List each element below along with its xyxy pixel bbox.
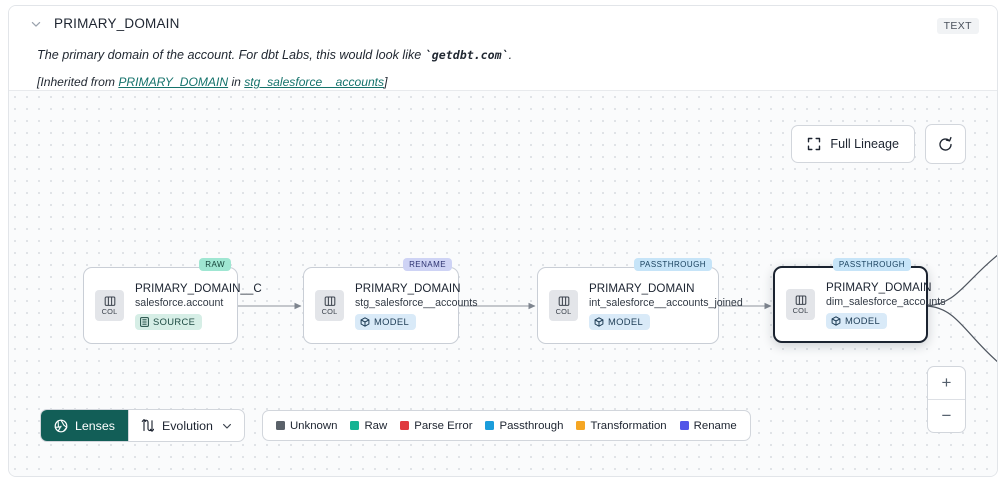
database-icon xyxy=(140,316,149,327)
col-badge: COL xyxy=(549,290,578,321)
col-badge-label: COL xyxy=(792,305,809,315)
description-period: . xyxy=(508,48,513,62)
node-column-name: PRIMARY_DOMAIN xyxy=(355,281,461,295)
node-column-name: PRIMARY_DOMAIN__C xyxy=(135,281,262,295)
legend-label: Rename xyxy=(693,419,737,432)
zoom-in-button[interactable]: + xyxy=(928,367,965,400)
evolution-dropdown[interactable]: Evolution xyxy=(127,410,244,441)
node-type-badge: SOURCE xyxy=(135,313,203,330)
col-badge: COL xyxy=(786,289,815,320)
col-badge-label: COL xyxy=(555,306,572,316)
lineage-canvas[interactable]: Full Lineage RAW COL PRIM xyxy=(9,90,997,476)
legend-item: Passthrough xyxy=(485,420,563,432)
description-code: `getdbt.com` xyxy=(424,48,509,62)
legend-label: Raw xyxy=(364,419,388,432)
canvas-controls: Full Lineage xyxy=(791,124,966,164)
full-lineage-label: Full Lineage xyxy=(830,137,899,151)
lineage-node[interactable]: RAW COL PRIMARY_DOMAIN__C salesforce.acc… xyxy=(83,258,262,344)
column-type-badge: TEXT xyxy=(936,18,979,34)
legend-item: Parse Error xyxy=(400,420,472,432)
legend-label: Unknown xyxy=(289,419,338,432)
legend-item: Rename xyxy=(679,419,737,432)
node-table-name: int_salesforce__accounts_joined xyxy=(589,296,743,309)
node-body: PRIMARY_DOMAIN int_salesforce__accounts_… xyxy=(589,282,743,330)
chevron-down-icon[interactable] xyxy=(29,17,43,31)
inherited-prefix: [Inherited from xyxy=(37,75,119,89)
header-title-row: PRIMARY_DOMAIN xyxy=(29,16,180,31)
legend-swatch xyxy=(576,421,586,430)
evolution-label: Evolution xyxy=(161,418,213,433)
inherited-from-line: [Inherited from PRIMARY_DOMAIN in stg_sa… xyxy=(37,75,387,89)
refresh-icon xyxy=(937,136,954,153)
node-lens-badge: RENAME xyxy=(403,258,452,271)
node-type-label: MODEL xyxy=(374,316,410,327)
node-type-label: MODEL xyxy=(608,316,644,327)
node-table-name: dim_salesforce_accounts xyxy=(826,295,946,308)
node-type-label: SOURCE xyxy=(153,316,196,327)
lenses-button[interactable]: Lenses xyxy=(41,410,128,441)
node-lens-badge: RAW xyxy=(199,258,231,271)
node-type-badge: MODEL xyxy=(355,313,417,330)
lens-legend: Unknown Raw Parse Error Passthrough Tran… xyxy=(261,410,751,441)
updown-arrows-icon xyxy=(140,418,154,433)
legend-item: Raw xyxy=(350,420,387,432)
aperture-icon xyxy=(54,419,68,433)
node-body: PRIMARY_DOMAIN dim_salesforce_accounts M… xyxy=(826,281,946,329)
col-badge-label: COL xyxy=(101,306,118,316)
node-table-name: stg_salesforce__accounts xyxy=(355,296,478,309)
node-type-badge: MODEL xyxy=(826,312,888,329)
chevron-down-icon xyxy=(221,420,233,432)
legend-swatch xyxy=(275,421,285,430)
node-column-name: PRIMARY_DOMAIN xyxy=(589,281,695,295)
cube-icon xyxy=(594,316,604,327)
inherited-column-link[interactable]: PRIMARY_DOMAIN xyxy=(118,75,229,89)
node-body: PRIMARY_DOMAIN__C salesforce.account SOU… xyxy=(135,282,262,330)
legend-item: Transformation xyxy=(576,419,667,432)
canvas-toolbar: Lenses Evolution Unknown Raw Parse Error… xyxy=(40,409,751,442)
col-badge: COL xyxy=(315,290,344,321)
column-description: The primary domain of the account. For d… xyxy=(37,47,967,64)
legend-label: Transformation xyxy=(590,419,667,432)
legend-item: Unknown xyxy=(275,419,338,432)
node-type-label: MODEL xyxy=(845,315,881,326)
zoom-controls: + − xyxy=(927,366,966,433)
legend-swatch xyxy=(485,421,495,430)
columns-icon xyxy=(795,295,807,306)
inherited-model-link[interactable]: stg_salesforce__accounts xyxy=(244,75,385,89)
page-title: PRIMARY_DOMAIN xyxy=(54,16,180,31)
zoom-out-button[interactable]: − xyxy=(941,406,952,425)
inherited-suffix: ] xyxy=(384,75,388,89)
node-lens-badge: PASSTHROUGH xyxy=(832,258,911,271)
col-badge: COL xyxy=(95,290,124,321)
node-lens-badge: PASSTHROUGH xyxy=(633,258,712,271)
full-lineage-button[interactable]: Full Lineage xyxy=(791,125,915,163)
legend-swatch xyxy=(400,421,410,430)
lineage-node-selected[interactable]: PASSTHROUGH COL PRIMARY_DOMAIN dim_sales… xyxy=(773,258,946,343)
expand-icon xyxy=(807,137,821,151)
cube-icon xyxy=(360,316,370,327)
lenses-label: Lenses xyxy=(75,418,115,433)
lineage-node[interactable]: RENAME COL PRIMARY_DOMAIN stg_salesforce… xyxy=(303,258,478,344)
node-body: PRIMARY_DOMAIN stg_salesforce__accounts … xyxy=(355,282,478,330)
column-detail-panel: PRIMARY_DOMAIN TEXT The primary domain o… xyxy=(8,5,998,477)
lineage-node[interactable]: PASSTHROUGH COL PRIMARY_DOMAIN int_sales… xyxy=(537,258,743,344)
description-text: The primary domain of the account. For d… xyxy=(37,48,425,62)
cube-icon xyxy=(831,315,841,326)
legend-swatch xyxy=(679,421,689,430)
columns-icon xyxy=(324,296,336,307)
col-badge-label: COL xyxy=(321,306,338,316)
node-table-name: salesforce.account xyxy=(135,296,224,309)
columns-icon xyxy=(558,296,570,307)
inherited-mid: in xyxy=(228,75,245,89)
node-column-name: PRIMARY_DOMAIN xyxy=(826,280,932,294)
refresh-button[interactable] xyxy=(925,124,966,164)
node-type-badge: MODEL xyxy=(589,313,651,330)
columns-icon xyxy=(104,296,116,307)
lens-segmented-control: Lenses Evolution xyxy=(40,409,245,442)
legend-swatch xyxy=(350,421,360,430)
panel-header: PRIMARY_DOMAIN TEXT The primary domain o… xyxy=(9,6,997,90)
legend-label: Parse Error xyxy=(414,419,473,432)
legend-label: Passthrough xyxy=(499,419,564,432)
